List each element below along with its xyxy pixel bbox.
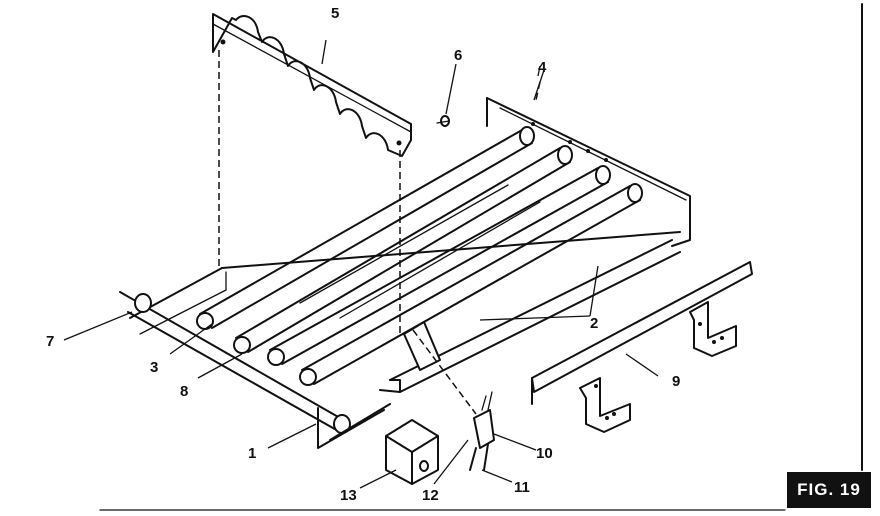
part-13-control-box bbox=[385, 419, 439, 485]
callout-12: 12 bbox=[422, 487, 439, 504]
callout-5: 5 bbox=[331, 5, 339, 22]
figure-label: FIG. 19 bbox=[787, 472, 871, 508]
callout-4: 4 bbox=[538, 59, 547, 76]
callout-10: 10 bbox=[536, 445, 553, 462]
part-3-burner-tubes bbox=[196, 126, 643, 386]
callout-9: 9 bbox=[672, 373, 680, 390]
callout-numbers: 1 2 3 4 5 6 7 8 9 10 11 12 13 bbox=[46, 5, 680, 504]
part-5-spreader-strip bbox=[212, 13, 412, 157]
callout-8: 8 bbox=[180, 383, 188, 400]
callout-6: 6 bbox=[454, 47, 462, 64]
callout-1: 1 bbox=[248, 445, 256, 462]
callout-2: 2 bbox=[590, 315, 598, 332]
part-9-bracket-rail bbox=[531, 261, 753, 433]
callout-3: 3 bbox=[150, 359, 158, 376]
part-10-11-12-igniter bbox=[403, 321, 495, 471]
callout-7: 7 bbox=[46, 333, 54, 350]
leader-lines bbox=[63, 39, 659, 489]
part-1-manifold bbox=[119, 291, 391, 449]
part-6-screw bbox=[436, 115, 450, 127]
callout-11: 11 bbox=[514, 479, 530, 496]
callout-13: 13 bbox=[340, 487, 357, 504]
